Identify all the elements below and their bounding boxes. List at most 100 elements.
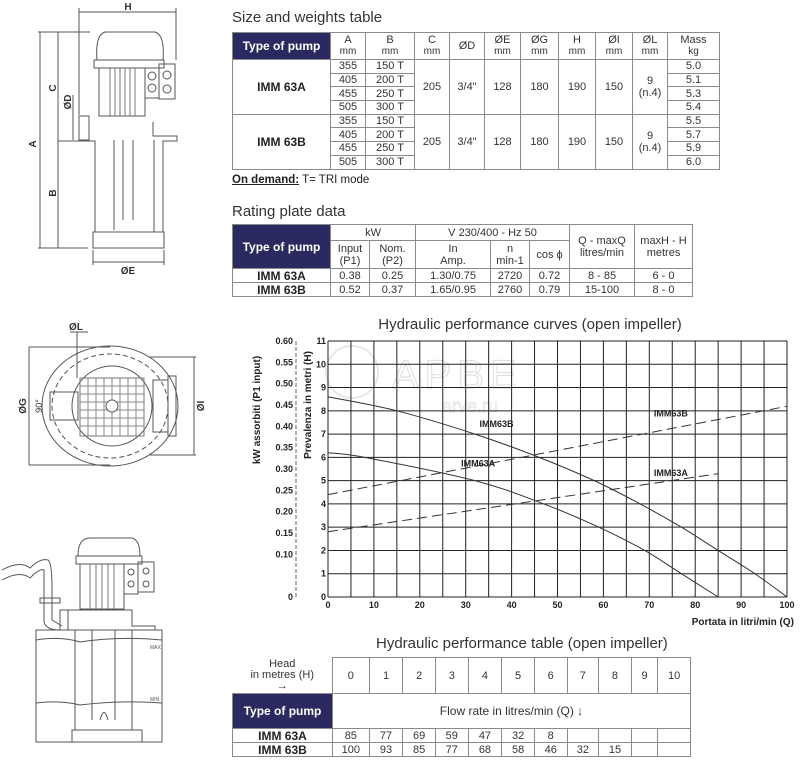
cell-l-note: (n.4) (638, 141, 662, 154)
watermark: APBE arve.ru (325, 345, 517, 416)
size-table-title: Size and weights table (232, 9, 383, 26)
column-label: A (344, 34, 352, 46)
column-unit: mm (339, 46, 357, 57)
y2-tick-label: 0.20 (275, 507, 293, 517)
sub-header-unit: min-1 (496, 254, 524, 267)
y2-tick-label: 0.10 (275, 549, 293, 559)
cell-i: 150 (595, 59, 633, 115)
cell-a: 505 (330, 100, 366, 115)
flow-cell: 69 (402, 728, 436, 743)
y2-tick-label: 0.40 (275, 421, 293, 431)
flow-cell: 68 (467, 742, 503, 757)
dim-label-h: H (124, 2, 131, 13)
max-level-label: MAX (150, 645, 162, 651)
y-tick-label: 9 (321, 383, 326, 393)
flow-cell: 77 (434, 742, 469, 757)
flow-cell: 32 (501, 728, 535, 743)
x-tick-label: 40 (507, 600, 517, 610)
head-value: 2 (402, 657, 436, 694)
watermark-site: arve.ru (442, 396, 498, 416)
x-tick-label: 50 (552, 600, 562, 610)
sub-header: Input(P1) (330, 240, 370, 269)
cell: 0.38 (330, 268, 370, 283)
cell: 6 - 0 (634, 268, 694, 283)
cell: 1.65/0.95 (415, 282, 492, 297)
type-header-label: Type of pump (243, 704, 322, 718)
x-tick-label: 80 (690, 600, 700, 610)
cell-l: 9(n.4) (632, 113, 668, 170)
kw-group-header: kW (329, 224, 417, 241)
y2-tick-label: 0.25 (275, 485, 293, 495)
y2-tick-label: 0 (288, 592, 293, 602)
watermark-logo-icon (325, 345, 379, 399)
pump-type: IMM 63A (232, 268, 331, 283)
x-tick-label: 70 (644, 600, 654, 610)
dim-label-b: B (48, 189, 59, 196)
column-label: H (573, 34, 581, 46)
cell-g: 180 (520, 59, 559, 115)
column-unit: mm (531, 46, 548, 57)
pump-type: IMM 63A (232, 59, 331, 115)
cell-e: 128 (484, 59, 521, 115)
performance-chart: Hydraulic performance curves (open impel… (252, 316, 795, 628)
pump-type-label: IMM 63B (257, 134, 306, 149)
cell-b: 250 T (365, 141, 415, 156)
cell-l-value: 9 (646, 74, 654, 87)
flow-cell (657, 742, 691, 757)
flow-cell: 15 (598, 742, 632, 757)
cell: 8 - 0 (634, 282, 694, 297)
y2-tick-label: 0.30 (275, 464, 293, 474)
column-unit: kg (688, 46, 699, 57)
h-header-line: maxH - H (640, 234, 687, 247)
head-value: 0 (331, 657, 370, 694)
cell-a: 405 (330, 127, 366, 143)
column-header: ØD (449, 32, 485, 60)
x-axis-label: Portata in litri/min (Q) (692, 617, 794, 628)
curve-label: IMM63A (461, 459, 496, 469)
on-demand-text: T= TRI mode (299, 174, 370, 186)
column-unit: mm (381, 46, 399, 57)
cell-h: 190 (558, 59, 596, 115)
cell: 0.52 (330, 282, 370, 297)
y-tick-label: 3 (321, 522, 326, 532)
cell-a: 505 (330, 154, 366, 170)
y-tick-label: 8 (321, 406, 326, 416)
y2-tick-label: 0.45 (275, 400, 293, 410)
cell-l: 9(n.4) (632, 59, 668, 115)
dim-label-l: ØL (69, 322, 83, 333)
flow-cell: 32 (566, 742, 600, 757)
column-label: ØL (642, 34, 658, 46)
head-value: 5 (501, 657, 535, 694)
sub-header: cos ϕ (529, 240, 571, 269)
column-label: C (428, 34, 436, 46)
x-tick-label: 100 (779, 600, 794, 610)
column-label: ØI (608, 34, 620, 46)
dim-label-a: A (28, 140, 39, 147)
column-unit: mm (605, 46, 623, 57)
flow-cell: 46 (533, 742, 568, 757)
y-tick-label: 6 (321, 452, 326, 462)
cell: 0.25 (368, 268, 417, 283)
cell-b: 300 T (365, 100, 415, 115)
flow-cell (657, 728, 691, 743)
arrow-right-icon: → (276, 679, 288, 692)
pump-side-drawing: H A C B ØD ØE (28, 2, 178, 277)
column-unit: mm (423, 46, 441, 57)
flow-cell: 85 (402, 742, 436, 757)
y2-tick-label: 0.55 (275, 357, 293, 367)
y2-tick-label: 0.50 (275, 379, 293, 389)
curve-imm63a-power (327, 473, 719, 533)
